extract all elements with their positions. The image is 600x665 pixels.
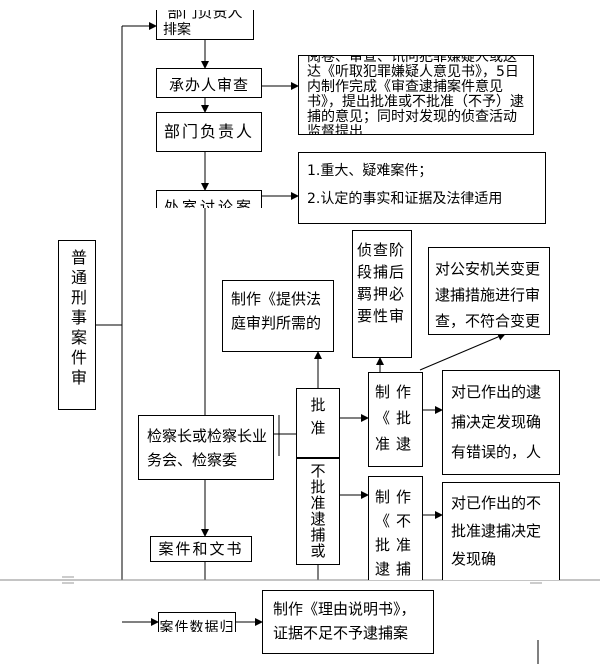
box-case-files: 案件和文书 xyxy=(150,536,252,562)
note-review-text: 阅卷、审查、讯问犯罪嫌疑人或送达《听取犯罪嫌疑人意见书》，5日内制作完成《审查逮… xyxy=(307,55,524,134)
step-handler-review-label: 承办人审查 xyxy=(168,76,249,94)
box-investigate-text: 侦查阶段捕后羁押必要性审 xyxy=(357,241,406,325)
box-chief-procurator-text: 检察长或检察长业务会、检察委 xyxy=(147,427,268,469)
step-dept-head-2-label: 部门负责人 xyxy=(163,122,254,141)
left-case-label: 普通刑事案件审 xyxy=(68,249,87,389)
box-chief-procurator: 检察长或检察长业务会、检察委 xyxy=(138,415,274,480)
box-data-archive-text: 案件数据归 xyxy=(159,620,235,632)
note-cases: 1.重大、疑难案件； 2.认定的事实和证据及法律适用 xyxy=(298,152,546,224)
step-division-discussion-label: 处室讨论案 xyxy=(163,198,254,208)
left-case-box: 普通刑事案件审 xyxy=(58,240,96,410)
step-dept-head-1-sub: 排案 xyxy=(163,22,191,38)
box-make-not-approve-text: 制作《不批准逮捕 xyxy=(375,488,418,578)
note-cases-line-2: 2.认定的事实和证据及法律适用 xyxy=(307,191,503,207)
box-make-not-approve: 制作《不批准逮捕 xyxy=(368,476,423,580)
box-make-trial: 制作《提供法庭审判所需的 xyxy=(222,280,334,352)
box-investigate: 侦查阶段捕后羁押必要性审 xyxy=(352,230,412,358)
box-wrong-approve-text: 对已作出的逮捕决定发现确有错误的，人 xyxy=(451,383,542,461)
note-cases-line-1: 1.重大、疑难案件； xyxy=(307,163,433,179)
box-reason-statement: 制作《理由说明书》， 证据不足不予逮捕案 xyxy=(262,590,434,654)
step-dept-head-1-label: 部门负责人 xyxy=(167,10,243,21)
box-not-approve: 不批准逮捕或 xyxy=(296,458,340,565)
note-review: 阅卷、审查、讯问犯罪嫌疑人或送达《听取犯罪嫌疑人意见书》，5日内制作完成《审查逮… xyxy=(298,55,534,135)
box-reason-statement-line-1: 制作《理由说明书》， xyxy=(273,600,416,618)
box-wrong-not-approve: 对已作出的不批准逮捕决定发现确 xyxy=(442,482,560,580)
box-public-security-text: 对公安机关变更逮捕措施进行审查，不符合变更 xyxy=(435,260,541,330)
step-handler-review: 承办人审查 xyxy=(156,68,262,98)
box-public-security: 对公安机关变更逮捕措施进行审查，不符合变更 xyxy=(428,247,550,335)
box-reason-statement-line-2: 证据不足不予逮捕案 xyxy=(273,624,409,642)
step-division-discussion: 处室讨论案 xyxy=(156,190,262,208)
box-not-approve-text: 不批准逮捕或 xyxy=(308,463,327,559)
box-approve-text: 批准 xyxy=(308,397,327,443)
box-make-trial-text: 制作《提供法庭审判所需的 xyxy=(231,290,322,332)
box-approve: 批准 xyxy=(296,388,340,458)
box-wrong-approve: 对已作出的逮捕决定发现确有错误的，人 xyxy=(442,370,560,475)
box-wrong-not-approve-text: 对已作出的不批准逮捕决定发现确 xyxy=(451,494,542,568)
box-make-approve-text: 制作《批准逮 xyxy=(375,383,418,453)
step-dept-head-2: 部门负责人 xyxy=(156,112,262,152)
box-make-approve: 制作《批准逮 xyxy=(368,372,423,467)
step-dept-head-1: 部门负责人 排案 xyxy=(156,10,254,40)
box-case-files-text: 案件和文书 xyxy=(158,540,244,558)
box-data-archive: 案件数据归 xyxy=(158,612,236,632)
